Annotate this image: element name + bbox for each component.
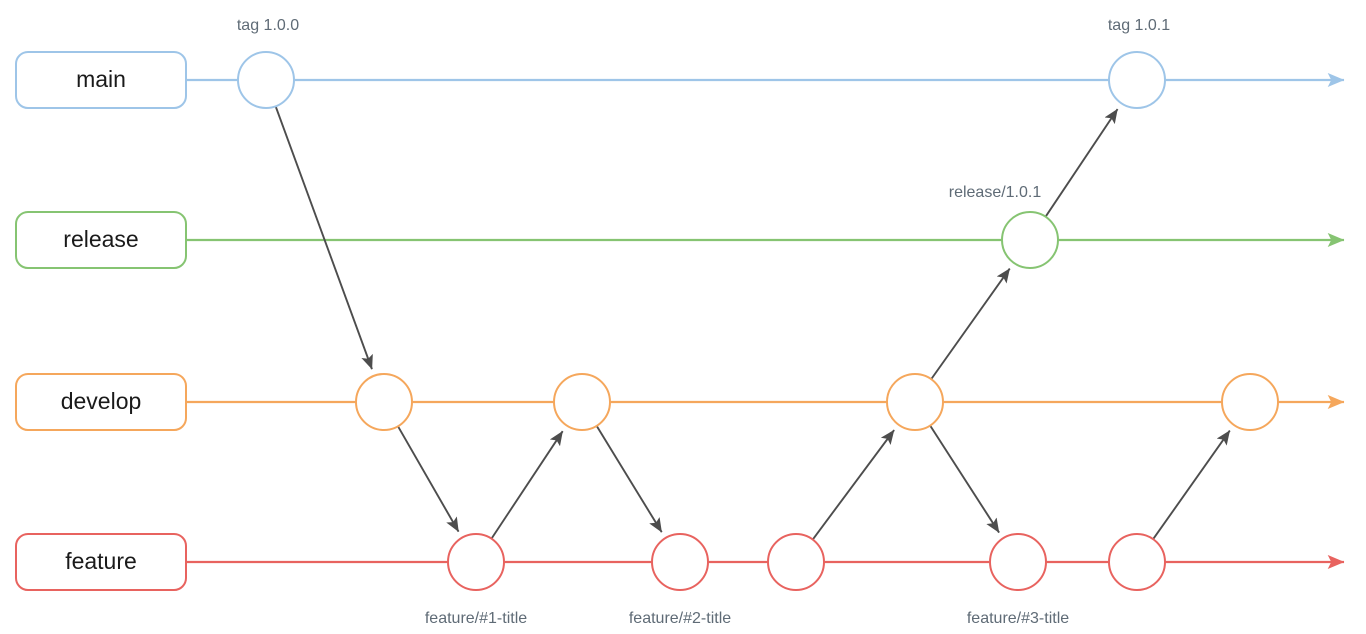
merge-arrow-branch-develop-to-f2 [596,425,663,533]
lane-label-feature[interactable]: feature [15,533,187,591]
commit-node-feature-c2[interactable] [651,533,709,591]
merge-arrow-merge-f3-to-develop [812,429,895,540]
captions-layer: tag 1.0.0 tag 1.0.1 release/1.0.1 feature/#… [237,17,1170,627]
commit-node-feature-c5[interactable] [1108,533,1166,591]
lane-lines-layer [186,72,1345,570]
commit-node-develop-c4[interactable] [1221,373,1279,431]
commit-node-develop-c2[interactable] [553,373,611,431]
caption-cap-tag-101: tag 1.0.1 [1108,17,1170,34]
commit-node-feature-c3[interactable] [767,533,825,591]
commit-node-feature-c1[interactable] [447,533,505,591]
lane-label-develop[interactable]: develop [15,373,187,431]
commit-node-main-c2[interactable] [1108,51,1166,109]
lane-label-main[interactable]: main [15,51,187,109]
caption-cap-release: release/1.0.1 [949,184,1042,201]
caption-cap-feature-1: feature/#1-title [425,610,527,627]
commit-nodes-layer [237,51,1279,591]
caption-cap-tag-100: tag 1.0.0 [237,17,299,34]
lane-label-text-develop: develop [61,388,142,414]
commit-node-main-c1[interactable] [237,51,295,109]
lane-label-release[interactable]: release [15,211,187,269]
merge-arrow-merge-release-to-main [1045,108,1119,217]
lane-label-box-feature [15,533,187,591]
commit-node-develop-c3[interactable] [886,373,944,431]
caption-cap-feature-3: feature/#3-title [967,610,1069,627]
caption-cap-feature-2: feature/#2-title [629,610,731,627]
merge-arrow-merge-f5-to-develop [1152,430,1231,540]
commit-node-feature-c4[interactable] [989,533,1047,591]
lane-label-text-feature: feature [65,548,137,574]
merge-arrow-merge-develop-to-release [930,267,1011,380]
lane-label-box-release [15,211,187,269]
merge-arrow-branch-develop-to-f4 [929,425,1000,534]
commit-node-develop-c1[interactable] [355,373,413,431]
commit-node-release-c1[interactable] [1001,211,1059,269]
merge-arrows-layer [274,106,1231,540]
merge-arrow-merge-f1-to-develop [490,430,564,539]
lane-label-text-release: release [63,226,138,252]
lane-label-text-main: main [76,66,126,92]
merge-arrow-branch-develop-to-f1 [397,426,460,533]
lane-label-box-main [15,51,187,109]
lane-labels-layer: main release develop feature [15,51,187,591]
lane-label-box-develop [15,373,187,431]
merge-arrow-branch-main-to-develop [274,106,373,370]
